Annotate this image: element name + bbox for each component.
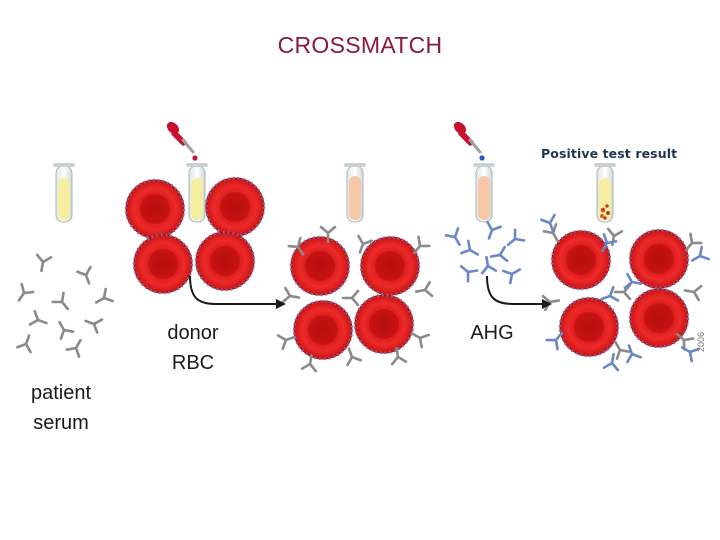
ahg-test-tube-icon (473, 163, 495, 223)
red-blood-cell-icon (628, 228, 690, 290)
red-blood-cell-icon (550, 229, 612, 291)
patient-serum-label: patient serum (18, 378, 104, 438)
red-blood-cell-icon (194, 230, 256, 292)
red-blood-cell-icon (558, 296, 620, 358)
serum-label-line2: serum (33, 412, 89, 434)
arrow-icon (189, 275, 286, 309)
ahg-antibodies (444, 220, 526, 285)
arrow-icon (486, 275, 552, 309)
result-test-tube-icon (594, 163, 616, 223)
red-blood-cell-icon (292, 299, 354, 361)
serum-antibodies (11, 253, 114, 358)
red-blood-cell-icon (204, 176, 266, 238)
positive-result-label: Positive test result (541, 146, 678, 161)
red-blood-cell-icon (353, 293, 415, 355)
red-blood-cell-icon (359, 235, 421, 297)
red-blood-cell-icon (628, 287, 690, 349)
red-blood-cell-icon (289, 235, 351, 297)
serum-test-tube-icon (53, 163, 75, 223)
agglutinated-rbc-group (540, 213, 710, 372)
red-blood-cell-icon (124, 178, 186, 240)
red-blood-cell-icon (132, 233, 194, 295)
donor-label-line1: donor (167, 322, 219, 344)
diagram-title: CROSSMATCH (277, 32, 443, 58)
year-label: 2006 (696, 331, 706, 352)
donor-rbc-label: donor RBC (150, 318, 236, 378)
sensitized-rbc-group (276, 225, 434, 373)
rbc-label-line2: RBC (171, 352, 215, 374)
mixed-test-tube-icon (344, 163, 366, 223)
ahg-label: AHG (470, 322, 514, 344)
donor-test-tube-icon (186, 163, 208, 223)
blue-dropper-icon (453, 121, 485, 161)
red-dropper-icon (166, 121, 198, 161)
patient-label-line1: patient (30, 382, 92, 404)
